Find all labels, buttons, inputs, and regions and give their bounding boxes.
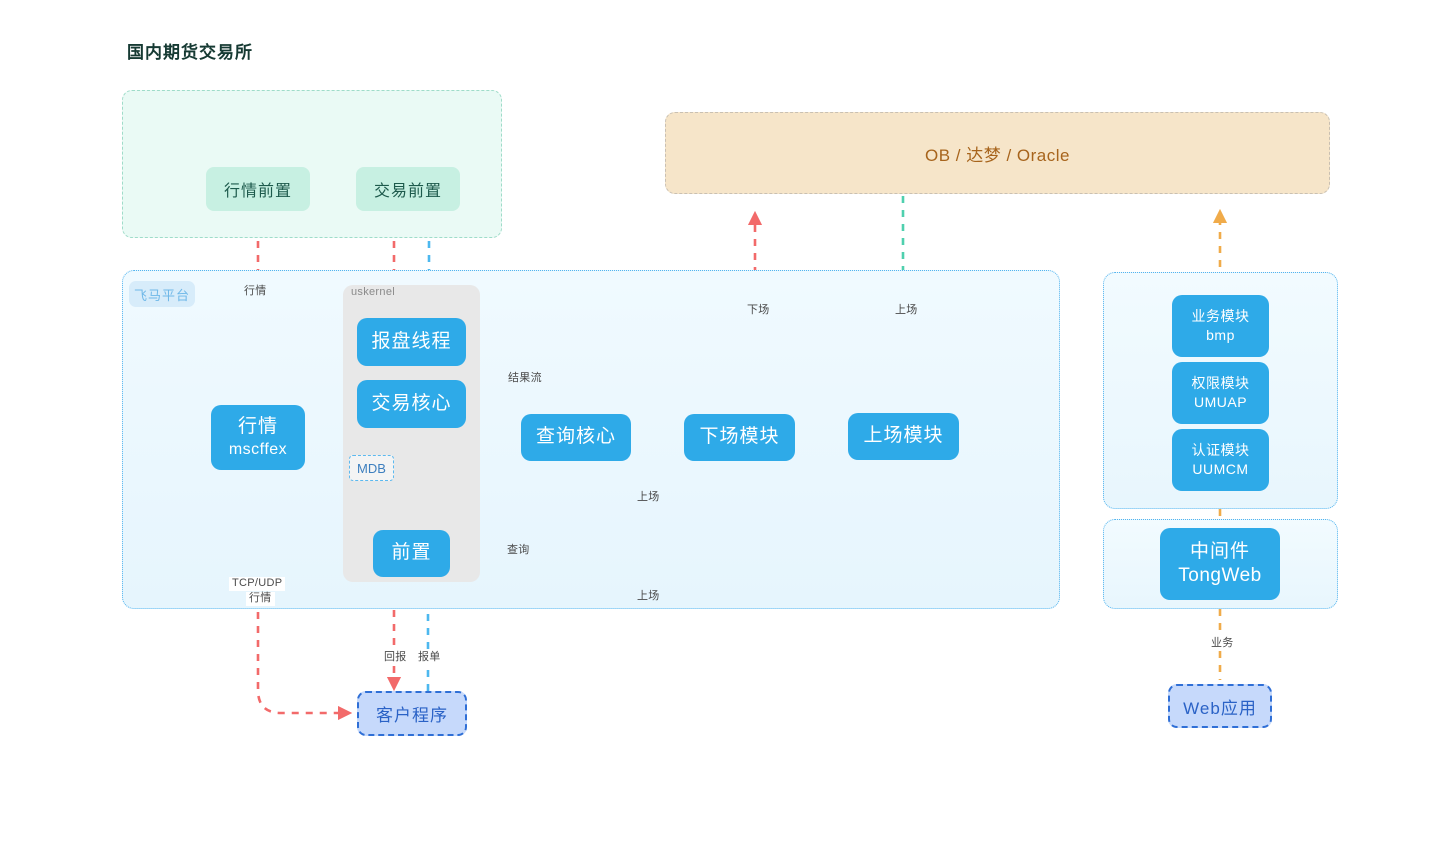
edge-label-down-field: 下场: [747, 304, 770, 316]
node-query-core[interactable]: 查询核心: [521, 414, 631, 461]
edge-label-tcpudp-quote: 行情: [246, 592, 275, 606]
node-business-module[interactable]: 业务模块 bmp: [1172, 295, 1269, 357]
node-business-module-title: 业务模块: [1191, 308, 1250, 325]
node-down-module-label: 下场模块: [699, 426, 780, 448]
node-up-module-label: 上场模块: [863, 425, 944, 447]
node-baopan-thread[interactable]: 报盘线程: [357, 318, 466, 366]
node-auth-module[interactable]: 认证模块 UUMCM: [1172, 429, 1269, 491]
node-front-label: 前置: [391, 542, 432, 564]
node-trade-core-label: 交易核心: [371, 392, 452, 414]
market-front-box[interactable]: 行情前置: [206, 167, 310, 211]
exchange-title: 国内期货交易所: [127, 43, 253, 62]
node-up-module[interactable]: 上场模块: [848, 413, 959, 460]
database-label: OB / 达梦 / Oracle: [925, 145, 1070, 165]
node-web-app[interactable]: Web应用: [1168, 684, 1272, 728]
node-down-module[interactable]: 下场模块: [684, 414, 795, 461]
node-trade-core[interactable]: 交易核心: [357, 380, 466, 428]
mdb-label: MDB: [349, 455, 394, 481]
edge-label-result-stream: 结果流: [508, 372, 542, 384]
database-panel[interactable]: OB / 达梦 / Oracle: [665, 112, 1330, 194]
node-middleware-subtitle: TongWeb: [1178, 564, 1262, 586]
node-business-module-subtitle: bmp: [1206, 327, 1235, 343]
platform-tag: 飞马平台: [129, 281, 195, 307]
node-market-subtitle: mscffex: [228, 440, 288, 458]
edge-label-up-field-mid: 上场: [637, 491, 660, 503]
trade-front-box[interactable]: 交易前置: [356, 167, 460, 211]
edge-label-business: 业务: [1208, 637, 1237, 651]
exchange-panel: [122, 90, 502, 238]
node-permission-module-subtitle: UMUAP: [1193, 394, 1248, 410]
edge-label-market-quote: 行情: [244, 285, 267, 297]
node-baopan-thread-label: 报盘线程: [371, 330, 452, 352]
node-auth-module-subtitle: UUMCM: [1192, 461, 1249, 477]
edge-label-order: 报单: [415, 651, 444, 665]
node-front[interactable]: 前置: [373, 530, 450, 577]
edge-label-query: 查询: [507, 544, 530, 556]
node-query-core-label: 查询核心: [535, 426, 616, 448]
edge-label-report-back: 回报: [381, 651, 410, 665]
uskernel-label: uskernel: [351, 286, 395, 298]
edge-label-tcpudp: TCP/UDP: [229, 577, 286, 591]
node-client-program[interactable]: 客户程序: [357, 691, 467, 736]
node-market-title: 行情: [237, 416, 278, 437]
node-permission-module[interactable]: 权限模块 UMUAP: [1172, 362, 1269, 424]
edge-label-up-field-bottom: 上场: [637, 590, 660, 602]
node-permission-module-title: 权限模块: [1191, 375, 1250, 392]
node-middleware-tongweb[interactable]: 中间件 TongWeb: [1160, 528, 1280, 600]
node-market-mscffex[interactable]: 行情 mscffex: [211, 405, 305, 470]
node-auth-module-title: 认证模块: [1191, 442, 1250, 459]
node-middleware-title: 中间件: [1189, 540, 1250, 562]
edge-label-up-field: 上场: [895, 304, 918, 316]
